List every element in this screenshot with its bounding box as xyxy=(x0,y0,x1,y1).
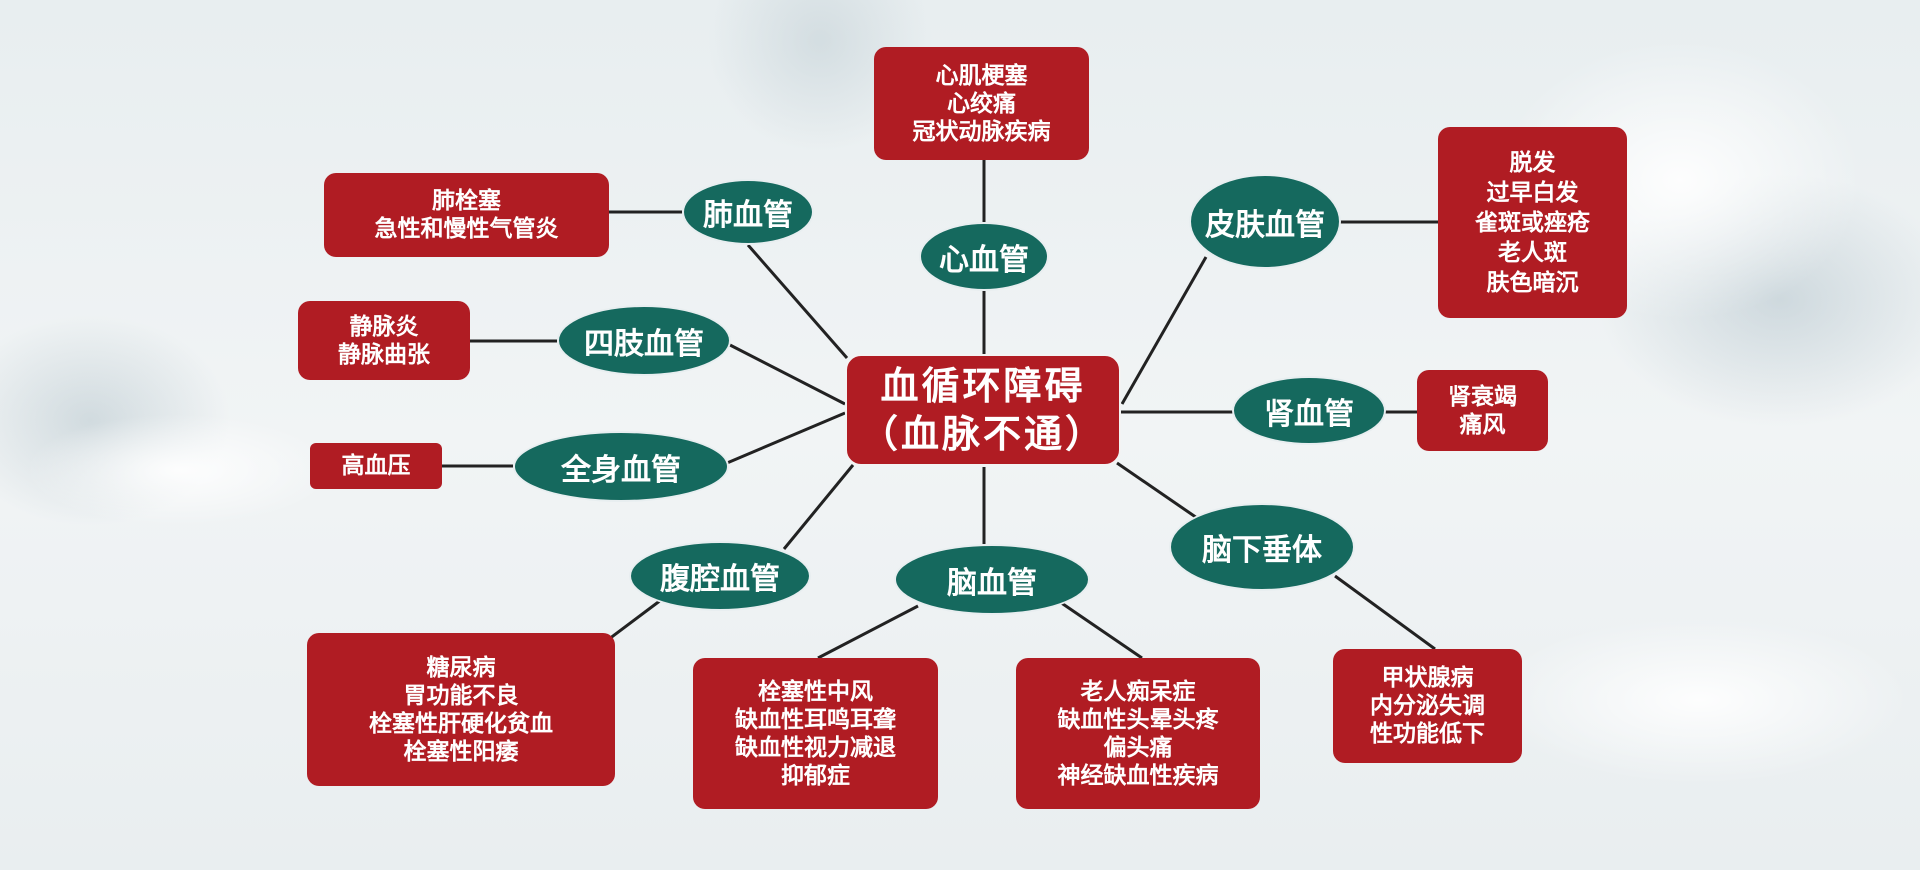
disease-item: 偏头痛 xyxy=(1103,734,1173,761)
disease-item: 痛风 xyxy=(1459,411,1506,438)
center-subtitle: （血脉不通） xyxy=(859,412,1106,456)
disease-item: 老人斑 xyxy=(1498,239,1567,266)
box-abdomen-diseases: 糖尿病 胃功能不良 栓塞性肝硬化贫血 栓塞性阳痿 xyxy=(307,633,615,786)
line-skin-center xyxy=(1120,256,1208,405)
box-skin-diseases: 脱发 过早白发 雀斑或痤疮 老人斑 肤色暗沉 xyxy=(1438,127,1627,318)
box-heart-diseases: 心肌梗塞 心绞痛 冠状动脉疾病 xyxy=(874,47,1089,160)
line-brain-right-box xyxy=(1059,600,1143,660)
center-title: 血循环障碍 xyxy=(880,364,1086,408)
line-lung-center xyxy=(746,244,849,359)
disease-item: 老人痴呆症 xyxy=(1080,678,1196,705)
node-limbs: 四肢血管 xyxy=(557,305,731,376)
disease-item: 栓塞性阳痿 xyxy=(403,738,519,765)
disease-item: 肾衰竭 xyxy=(1448,383,1517,410)
box-brain-diseases-right: 老人痴呆症 缺血性头晕头疼 偏头痛 神经缺血性疾病 xyxy=(1016,658,1260,809)
box-limbs-diseases: 静脉炎 静脉曲张 xyxy=(298,301,470,380)
disease-item: 肺栓塞 xyxy=(432,188,501,214)
disease-item: 心绞痛 xyxy=(947,90,1016,117)
node-abdomen: 腹腔血管 xyxy=(629,541,811,611)
disease-item: 缺血性头晕头疼 xyxy=(1057,706,1219,733)
line-pituitary-box xyxy=(1334,574,1436,651)
disease-item: 静脉炎 xyxy=(349,313,419,340)
disease-item: 雀斑或痤疮 xyxy=(1475,209,1590,236)
disease-item: 胃功能不良 xyxy=(403,682,519,709)
node-body: 全身血管 xyxy=(513,431,729,502)
disease-item: 糖尿病 xyxy=(426,654,496,681)
node-heart: 心血管 xyxy=(919,222,1049,291)
disease-item: 栓塞性肝硬化贫血 xyxy=(369,710,553,737)
disease-item: 肤色暗沉 xyxy=(1486,269,1579,296)
node-pituitary: 脑下垂体 xyxy=(1169,503,1355,591)
disease-item: 缺血性视力减退 xyxy=(735,734,896,761)
disease-item: 心肌梗塞 xyxy=(935,62,1028,89)
disease-item: 急性和慢性气管炎 xyxy=(374,216,559,242)
box-brain-diseases-left: 栓塞性中风 缺血性耳鸣耳聋 缺血性视力减退 抑郁症 xyxy=(693,658,938,809)
line-abdomen-box xyxy=(608,598,662,641)
line-pituitary-center xyxy=(1116,461,1201,522)
line-body-center xyxy=(726,411,846,465)
disease-item: 静脉曲张 xyxy=(338,341,430,368)
disease-item: 缺血性耳鸣耳聋 xyxy=(735,706,896,733)
disease-item: 性功能低下 xyxy=(1370,721,1485,747)
node-kidney: 肾血管 xyxy=(1232,376,1386,445)
disease-item: 高血压 xyxy=(341,453,411,479)
line-brain-left-box xyxy=(817,604,919,660)
line-abdomen-center xyxy=(782,464,855,550)
disease-item: 抑郁症 xyxy=(781,762,850,789)
box-kidney-diseases: 肾衰竭 痛风 xyxy=(1417,370,1548,451)
node-lung: 肺血管 xyxy=(682,179,814,245)
box-pituitary-diseases: 甲状腺病 内分泌失调 性功能低下 xyxy=(1333,649,1522,763)
disease-item: 脱发 xyxy=(1509,149,1556,176)
disease-item: 神经缺血性疾病 xyxy=(1057,762,1219,789)
disease-item: 甲状腺病 xyxy=(1381,665,1474,691)
disease-item: 内分泌失调 xyxy=(1370,693,1485,719)
node-skin: 皮肤血管 xyxy=(1189,174,1341,269)
disease-item: 冠状动脉疾病 xyxy=(912,118,1051,145)
line-limbs-center xyxy=(729,343,846,406)
disease-item: 过早白发 xyxy=(1486,179,1579,206)
box-lung-diseases: 肺栓塞 急性和慢性气管炎 xyxy=(324,173,609,257)
center-node: 血循环障碍 （血脉不通） xyxy=(845,354,1121,466)
node-brain: 脑血管 xyxy=(894,544,1090,615)
box-body-diseases: 高血压 xyxy=(310,443,442,489)
disease-item: 栓塞性中风 xyxy=(758,678,873,705)
